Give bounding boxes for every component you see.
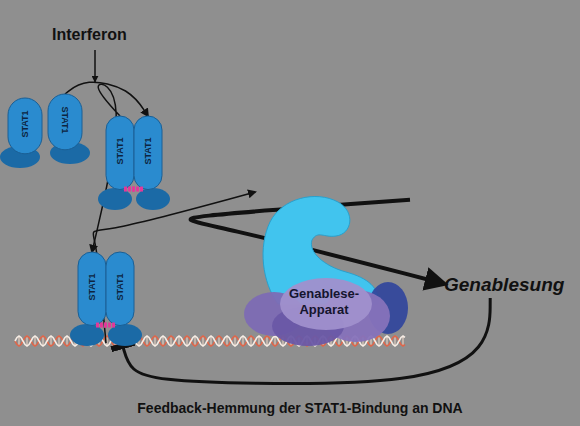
edge-label: Feedback-Hemmung der STAT1-Bindung an DN… (135, 400, 464, 416)
dna-rung (379, 337, 380, 345)
stat1-dimer-half: STAT1 (134, 116, 162, 210)
dna-rung (179, 337, 180, 345)
phosphate-mark (104, 323, 107, 328)
dna-rung (227, 337, 228, 345)
dna-rung (19, 337, 20, 345)
dna-rung (235, 337, 236, 345)
dna-rung (163, 337, 164, 345)
protein-body (8, 98, 42, 154)
dna-rung (243, 337, 244, 345)
dna-rung (171, 337, 172, 345)
dna-rung (251, 337, 252, 345)
dna-rung (155, 337, 156, 345)
dna-rung (275, 337, 276, 345)
protein-name: STAT1 (115, 137, 125, 164)
protein-name: STAT1 (143, 137, 153, 164)
stat1-monomer: STAT1 (48, 94, 82, 164)
dna-rung (259, 337, 260, 345)
phosphate-mark (132, 187, 135, 192)
stat1-monomer: STAT1 (8, 98, 42, 168)
dna-rung (211, 337, 212, 345)
dna-rung (387, 337, 388, 345)
protein-body (134, 116, 162, 190)
protein-body (106, 252, 134, 326)
phosphate-mark (100, 323, 103, 328)
stat1-dimer-half: STAT1 (106, 116, 134, 210)
protein-name: STAT1 (60, 106, 70, 133)
phosphate-mark (124, 187, 127, 192)
protein-body (106, 116, 134, 190)
dna-rung (267, 337, 268, 345)
transcription-apparatus: Genablese-Apparat (238, 192, 410, 347)
phosphate-mark (140, 187, 143, 192)
dna-rung (403, 337, 404, 345)
protein-name: STAT1 (115, 273, 125, 300)
protein-name: STAT1 (20, 110, 30, 137)
phosphate-mark (136, 187, 139, 192)
outcome-text: Genablesung (444, 272, 576, 298)
interferon-arrow (94, 50, 96, 82)
phosphate-mark (96, 323, 99, 328)
dna-rung (195, 337, 196, 345)
phosphate-mark (108, 323, 111, 328)
dna-rung (107, 337, 108, 345)
dna-rung (67, 337, 68, 345)
dna-rung (35, 337, 36, 345)
phosphate-mark (128, 187, 131, 192)
dna-rung (27, 337, 28, 345)
dna-rung (395, 337, 396, 345)
dna-rung (59, 337, 60, 345)
dna-rung (203, 337, 204, 345)
protein-body (48, 94, 82, 150)
output-label: Genablesung (444, 272, 576, 298)
protein-name: STAT1 (87, 273, 97, 300)
dna-rung (187, 337, 188, 345)
stat1-dna-bound: STAT1 (106, 252, 134, 346)
dna-rung (219, 337, 220, 345)
dna-rung (43, 337, 44, 345)
dna-rung (147, 337, 148, 345)
complex-name: Genablese-Apparat (276, 286, 372, 318)
apparatus-shape (238, 192, 410, 347)
dna-rung (51, 337, 52, 345)
phosphate-mark (112, 323, 115, 328)
stat1-dna-bound: STAT1 (78, 252, 106, 346)
stimulus-label: Interferon (52, 26, 127, 44)
protein-body (78, 252, 106, 326)
phosphate-mark (132, 187, 135, 192)
phosphate-mark (104, 323, 107, 328)
